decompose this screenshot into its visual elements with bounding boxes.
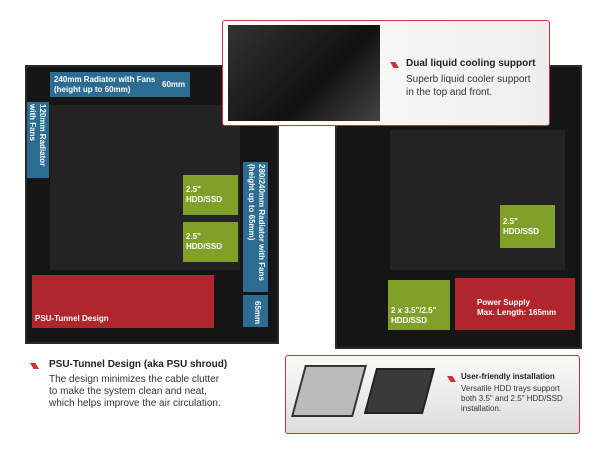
hdd-slot-2: 2.5"HDD/SSD — [183, 222, 238, 262]
psu-tunnel: PSU-Tunnel Design — [32, 275, 214, 328]
liquid-cooler-photo — [228, 25, 380, 121]
hdd-type: HDD/SSD — [186, 242, 223, 251]
desc-line: Versatile HDD trays support — [461, 384, 560, 393]
psu-length: Max. Length: 165mm — [477, 308, 557, 317]
hdd-size: 2.5" — [186, 232, 201, 241]
desc-line: in the top and front. — [406, 87, 493, 98]
hdd-slot-rear: 2.5"HDD/SSD — [500, 205, 555, 248]
desc-line: The design minimizes the cable clutter — [49, 374, 220, 385]
hdd-size: 2.5" — [503, 216, 518, 226]
bullet-icon — [30, 363, 39, 369]
hdd-size: 2.5" — [186, 185, 201, 194]
hdd-bay-type: HDD/SSD — [391, 316, 428, 325]
front-radiator-label: 280/240mm Radiator with Fans (height up … — [243, 162, 268, 292]
psu-feature-title: PSU-Tunnel Design (aka PSU shroud) — [49, 359, 228, 370]
top-radiator-sub: (height up to 60mm) — [54, 85, 131, 94]
psu-label: Power Supply — [477, 298, 530, 307]
top-radiator-text: 240mm Radiator with Fans — [54, 75, 156, 84]
top-height-label: 60mm — [162, 80, 186, 89]
bullet-icon — [390, 62, 399, 68]
cooling-title: Dual liquid cooling support — [406, 58, 536, 69]
hdd-type: HDD/SSD — [186, 195, 223, 204]
psu-tunnel-label: PSU-Tunnel Design — [35, 314, 109, 323]
cooling-desc: Superb liquid cooler support in the top a… — [406, 73, 531, 99]
bullet-icon — [447, 376, 456, 382]
back-panel — [390, 130, 565, 270]
desc-line: Superb liquid cooler support — [406, 74, 531, 85]
desc-line: which helps improve the air circulation. — [49, 398, 221, 409]
install-title: User-friendly installation — [461, 372, 555, 381]
hdd-type: HDD/SSD — [503, 226, 540, 236]
ssd-tray-photo — [363, 368, 436, 414]
hdd-bay: 2 x 3.5"/2.5"HDD/SSD — [388, 280, 450, 330]
desc-line: both 3.5" and 2.5" HDD/SSD — [461, 394, 563, 403]
desc-line: installation. — [461, 404, 502, 413]
hdd-slot-1: 2.5"HDD/SSD — [183, 175, 238, 215]
rear-radiator-label: 120mm Radiator with Fans — [27, 102, 49, 178]
hdd-bay-size: 2 x 3.5"/2.5" — [391, 306, 437, 315]
front-depth-label: 65mm — [243, 295, 268, 327]
desc-line: to make the system clean and neat, — [49, 386, 207, 397]
top-radiator-label: 240mm Radiator with Fans (height up to 6… — [50, 72, 190, 97]
